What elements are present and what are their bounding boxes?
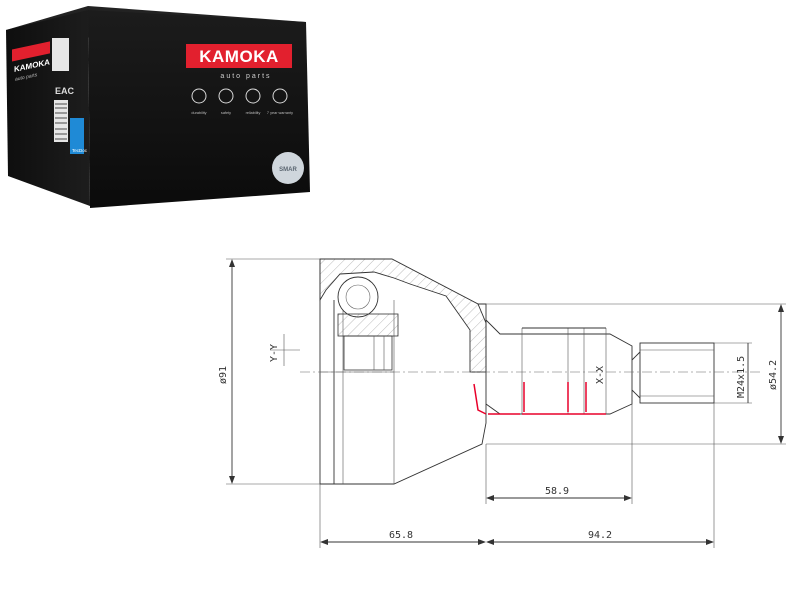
warranty-icon <box>272 88 288 104</box>
arrow-up-icon <box>229 259 235 267</box>
feature-label-durability: durability <box>191 111 206 115</box>
side-brand-plate <box>12 41 50 62</box>
dim-shaft-length: 94.2 <box>588 530 612 541</box>
inner-race <box>343 335 393 371</box>
brand-name: KAMOKA <box>199 47 279 66</box>
arrow-right-icon-2 <box>478 539 486 545</box>
sticker-text: SMAR <box>279 167 297 173</box>
feature-label-reliability: reliability <box>246 111 261 115</box>
dim-outer-diameter: ø91 <box>218 366 229 384</box>
arrow-left-icon <box>486 495 494 501</box>
ball-circle <box>337 276 379 318</box>
barcode-lines <box>55 103 67 140</box>
cage-block <box>337 313 399 337</box>
safety-icon <box>218 88 234 104</box>
spline-body <box>485 319 633 415</box>
arrow-down-icon <box>229 476 235 484</box>
arrow-left-icon-3 <box>486 539 494 545</box>
thread-spec: M24x1.5 <box>736 356 747 398</box>
dim-spline-length: 58.9 <box>545 486 569 497</box>
barcode-icon <box>54 100 68 142</box>
dim-body-length: 65.8 <box>389 530 413 541</box>
box-side-face <box>6 10 90 206</box>
arrow-right-icon-3 <box>706 539 714 545</box>
ball-inner <box>345 284 371 310</box>
brand-plate <box>186 44 292 68</box>
durability-icon <box>191 88 207 104</box>
feature-label-safety: safety <box>221 111 231 115</box>
arrow-left-icon-2 <box>320 539 328 545</box>
feature-icons: durability safety reliability 7 year war… <box>191 88 293 115</box>
section-label-x: X-X <box>595 366 606 384</box>
neck-line-2 <box>631 389 641 399</box>
brand-tagline: auto parts <box>220 73 271 80</box>
tecdoc-badge <box>70 118 84 154</box>
product-box: KAMOKA auto parts EAC TecDoc KAMOKA auto… <box>6 6 310 208</box>
technical-drawing: Y-Y X-X ø91 ø54.2 M24x1.5 58.9 <box>218 258 786 548</box>
arrow-down-icon-2 <box>778 436 784 444</box>
section-label-y: Y-Y <box>269 344 280 362</box>
feature-label-warranty: 7 year warranty <box>267 111 293 115</box>
red-edge-marks <box>473 382 606 415</box>
arrow-right-icon <box>624 495 632 501</box>
sticker-icon <box>272 152 304 184</box>
qr-code-icon <box>52 38 69 71</box>
dim-shaft-diameter: ø54.2 <box>768 360 779 390</box>
arrow-up-icon-2 <box>778 304 784 312</box>
threaded-end <box>639 342 715 404</box>
side-badge: TecDoc <box>72 148 88 153</box>
side-mark: EAC <box>55 86 75 96</box>
side-tagline: auto parts <box>15 72 38 83</box>
reliability-icon <box>245 88 261 104</box>
housing-section <box>319 258 487 373</box>
neck-line <box>631 351 641 361</box>
